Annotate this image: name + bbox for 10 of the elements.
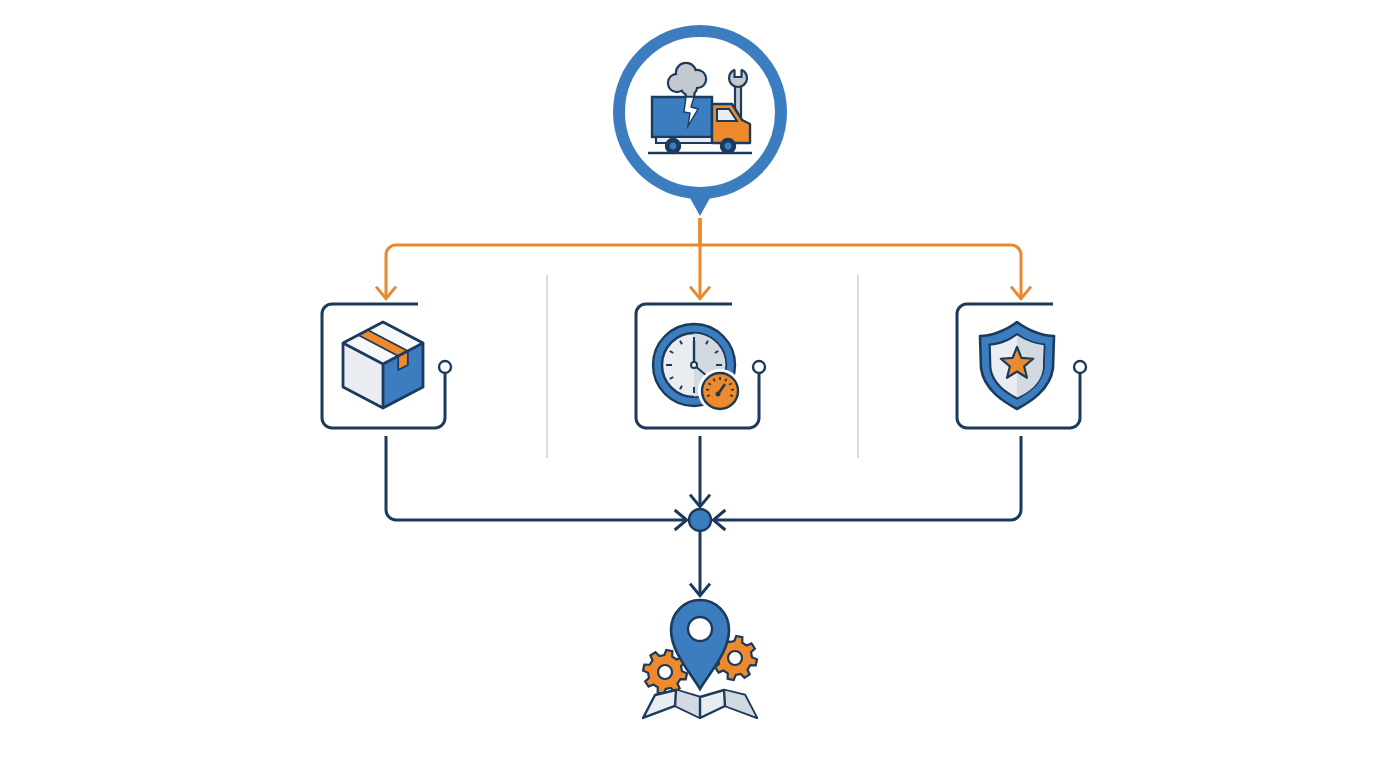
- arrow: [698, 218, 1033, 301]
- icon-frame: [320, 302, 453, 430]
- arrow: [688, 531, 712, 598]
- map-pin-icon: [641, 598, 759, 720]
- arrow: [711, 436, 1023, 532]
- icon-frame: [634, 302, 767, 430]
- icon-frame: [955, 302, 1088, 430]
- arrow: [384, 436, 689, 532]
- arrow: [688, 436, 712, 509]
- junction-dot: [687, 507, 713, 533]
